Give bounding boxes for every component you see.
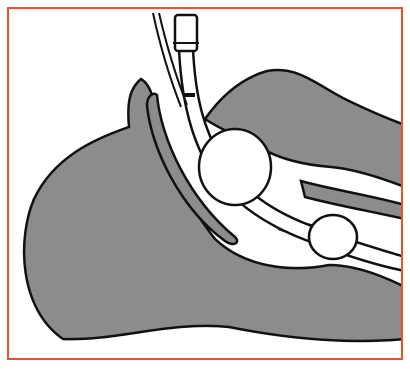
- proximal-cuff: [199, 129, 271, 205]
- illustration-frame: [7, 7, 403, 360]
- airway-illustration: [9, 9, 403, 360]
- posterior-wall: [301, 181, 403, 219]
- depth-marker: [183, 93, 195, 97]
- distal-cuff: [309, 215, 357, 259]
- tube-connector: [175, 15, 197, 51]
